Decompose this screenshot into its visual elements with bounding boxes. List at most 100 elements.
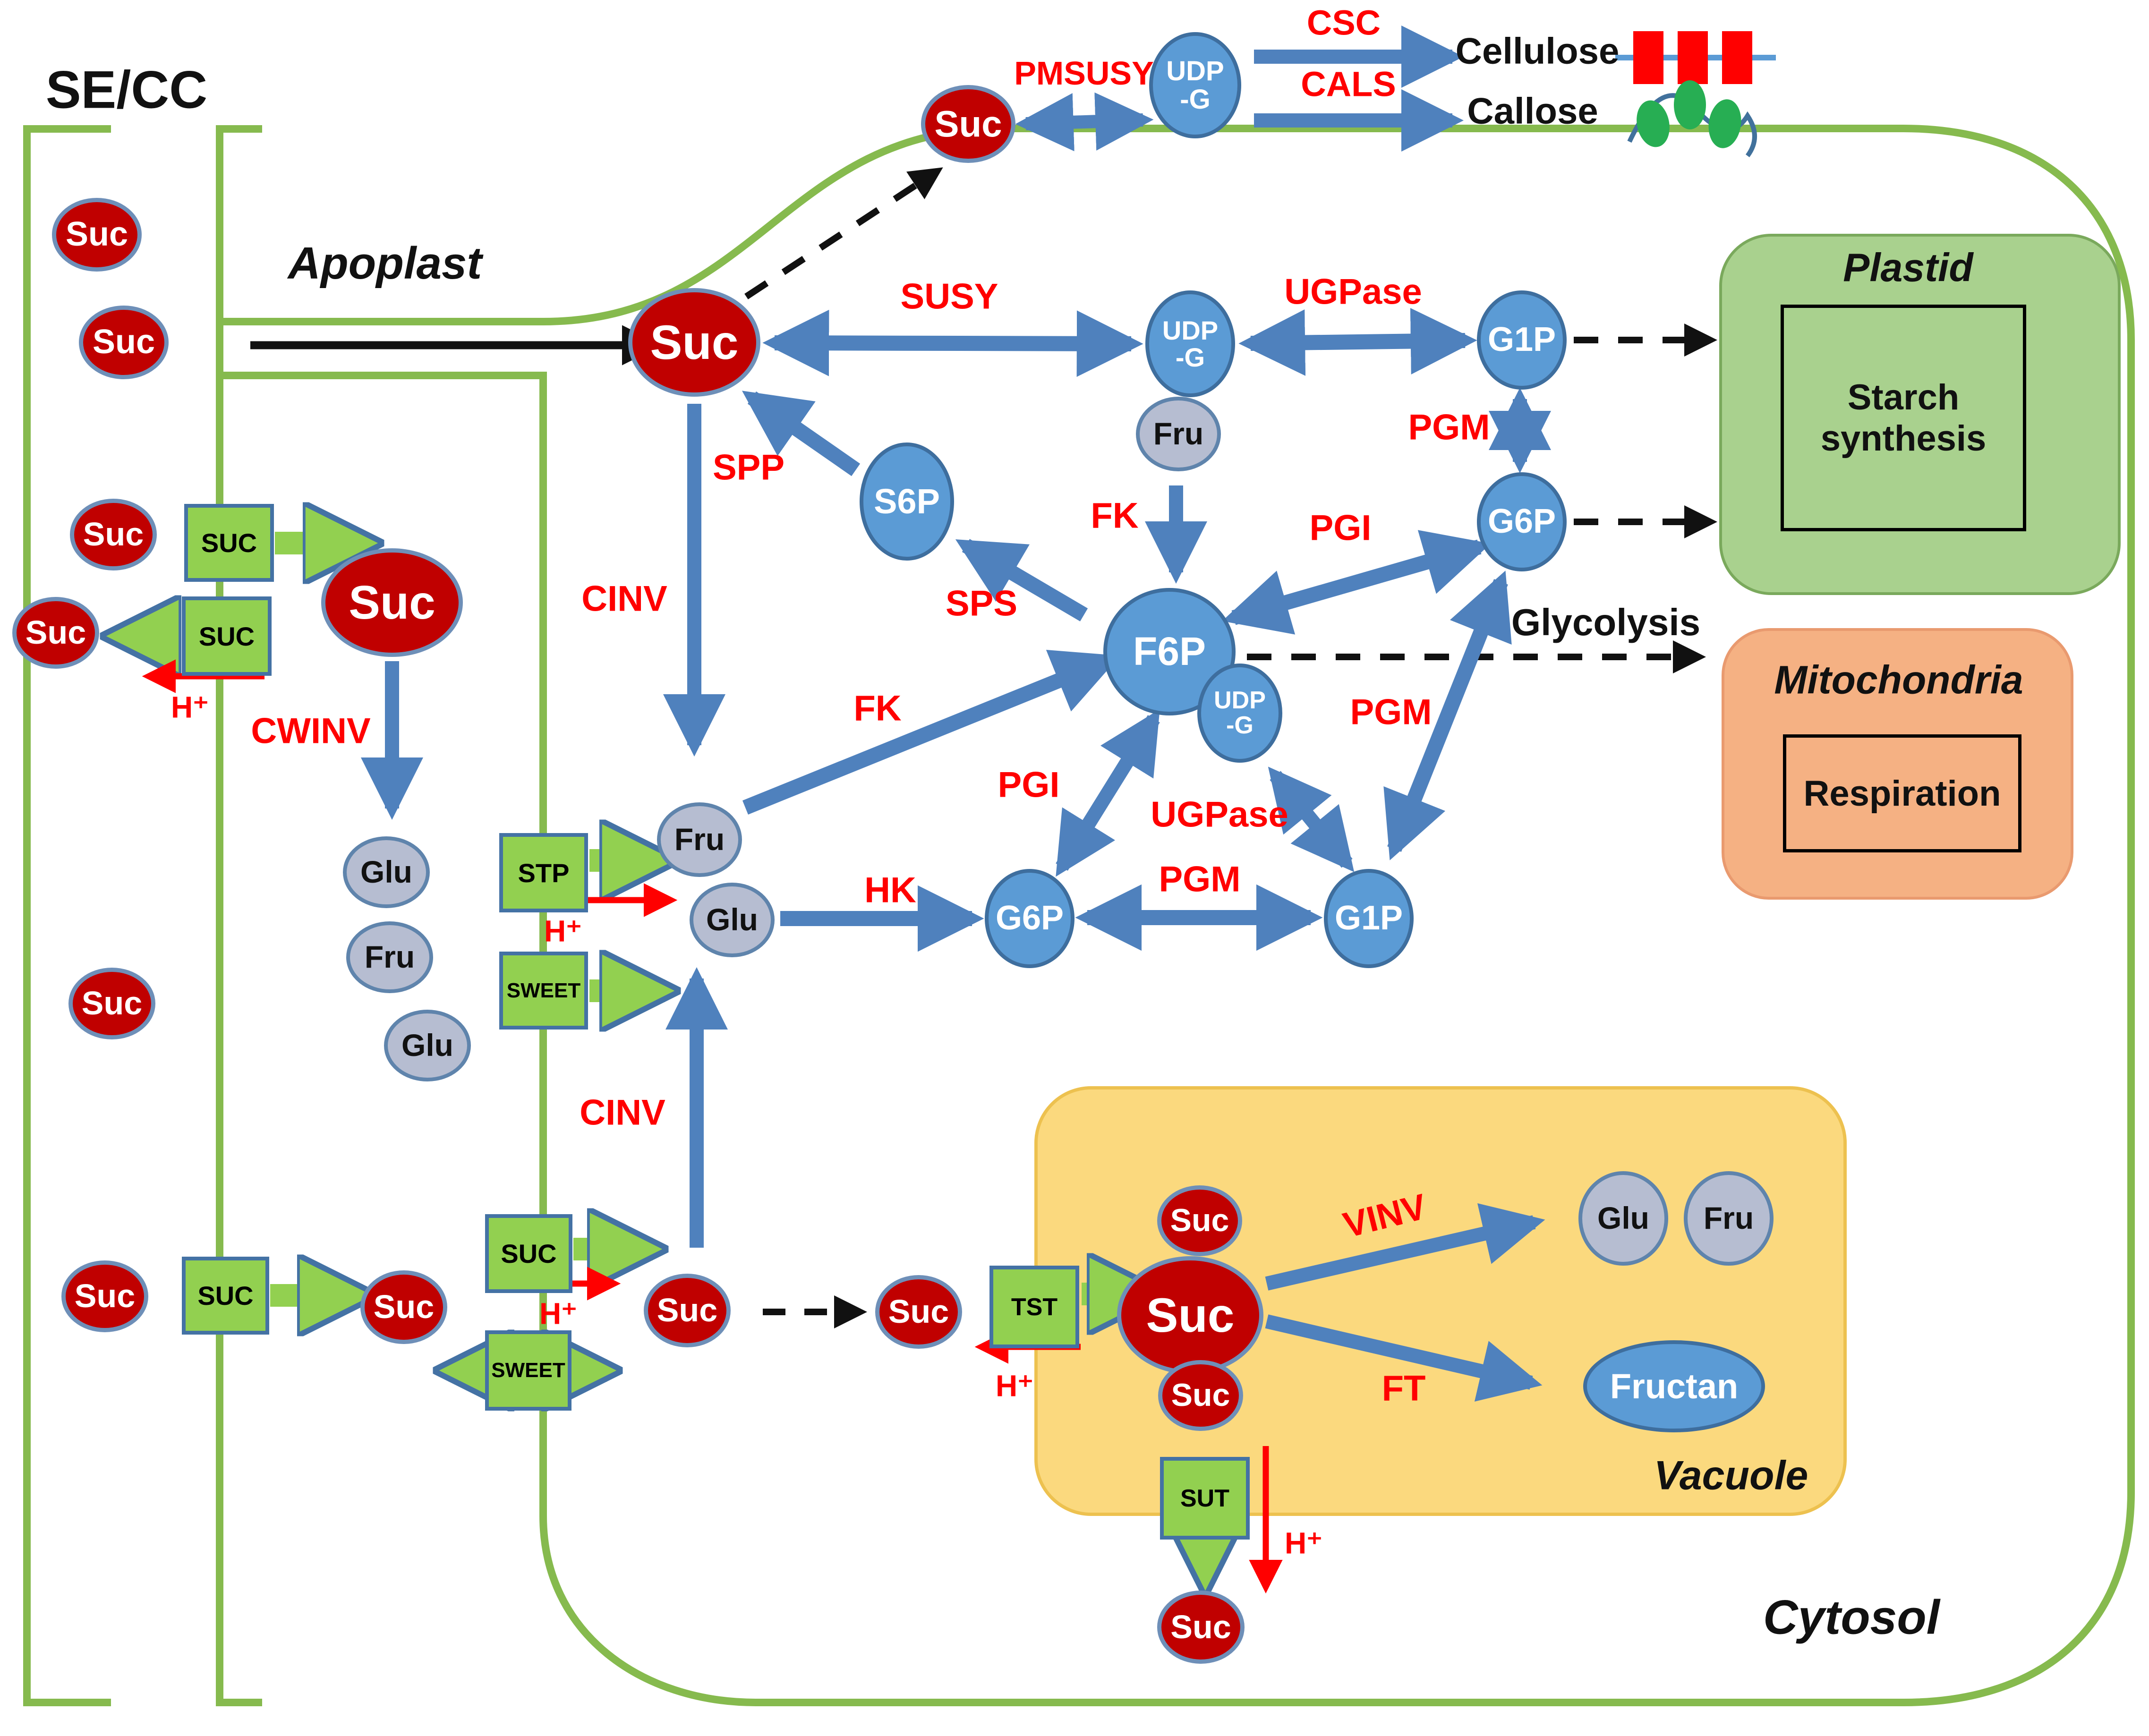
pmsusy-arrow xyxy=(1015,92,1154,152)
fk-lower-label: FK xyxy=(853,688,902,729)
callose-unit xyxy=(1674,80,1706,129)
sweet-transporter-1: SWEET xyxy=(499,952,588,1030)
fru-top: Fru xyxy=(1136,397,1221,471)
cellulose-unit xyxy=(1633,31,1663,84)
vinv-arrow xyxy=(1265,1203,1545,1291)
se-cc-label: SE/CC xyxy=(45,60,208,119)
g1p-top: G1P xyxy=(1477,290,1567,390)
suc-cytosol-bottom: Suc xyxy=(644,1274,731,1347)
suc-pre-vacuole: Suc xyxy=(875,1275,962,1349)
suc-vacuole-bottom: Suc xyxy=(1158,1360,1243,1431)
plastid-label: Plastid xyxy=(1843,245,1973,290)
suc-cytosol-big: Suc xyxy=(628,288,760,397)
udpg-mid: UDP-G xyxy=(1197,664,1282,763)
cinv-upper-label: CINV xyxy=(581,579,667,619)
suc-transporter-1: SUC xyxy=(184,504,274,582)
suc-below-sut: Suc xyxy=(1157,1591,1245,1664)
ugpase-lower-arrow xyxy=(1268,766,1355,872)
pgi-upper-arrow xyxy=(1222,530,1491,635)
pmsusy-label: PMSUSY xyxy=(1014,55,1154,92)
cytosol-label: Cytosol xyxy=(1763,1590,1940,1644)
glu-apoplast-1: Glu xyxy=(343,836,430,908)
suc-secc-4: Suc xyxy=(12,597,99,669)
suc-secc-2: Suc xyxy=(79,306,169,379)
glycolysis-label: Glycolysis xyxy=(1511,601,1701,643)
suc-apoplast-big: Suc xyxy=(321,548,463,657)
ugpase-lower-label: UGPase xyxy=(1151,794,1288,835)
proton-label: H⁺ xyxy=(171,690,209,724)
proton-label: H⁺ xyxy=(539,1296,577,1331)
callose-unit xyxy=(1637,100,1670,147)
suc-vacuole-top: Suc xyxy=(1157,1185,1242,1256)
g6p-upper: G6P xyxy=(1477,472,1567,571)
udpg-top: UDP-G xyxy=(1149,32,1241,138)
g1p-bottom: G1P xyxy=(1324,869,1414,968)
spp-label: SPP xyxy=(712,447,785,488)
respiration-label: Respiration xyxy=(1803,773,2001,814)
pgm-diagonal-arrow xyxy=(1383,570,1512,860)
starch-synthesis-box: Starch synthesis xyxy=(1781,305,2026,531)
ugpase-top-label: UGPase xyxy=(1284,272,1422,312)
pgm-diagonal-label: PGM xyxy=(1350,692,1432,732)
respiration-box: Respiration xyxy=(1783,734,2021,852)
s6p: S6P xyxy=(860,443,954,561)
fk-top-label: FK xyxy=(1091,495,1139,536)
ft-label: FT xyxy=(1382,1368,1426,1409)
cellulose-label: Cellulose xyxy=(1455,30,1620,72)
stp-transporter: STP xyxy=(499,833,588,912)
hk-label: HK xyxy=(864,870,916,911)
starch-synthesis-label: Starch synthesis xyxy=(1820,377,1987,459)
tst-transporter: TST xyxy=(989,1266,1079,1348)
proton-label: H⁺ xyxy=(996,1369,1033,1403)
cals-label: CALS xyxy=(1301,64,1396,104)
mitochondria-region xyxy=(1722,628,2073,900)
udpg-2: UDP-G xyxy=(1145,290,1235,397)
suc-transporter-3: SUC xyxy=(182,1257,269,1335)
suc-transporter-4: SUC xyxy=(485,1214,572,1293)
g6p-bottom: G6P xyxy=(985,869,1074,968)
sut-transporter: SUT xyxy=(1160,1457,1250,1540)
pgi-upper-label: PGI xyxy=(1309,508,1372,548)
plastid-region xyxy=(1719,234,2121,595)
callose-unit xyxy=(1708,99,1741,148)
cellulose-unit xyxy=(1678,31,1708,84)
sps-label: SPS xyxy=(945,583,1018,624)
spp-arrow xyxy=(742,391,861,477)
csc-label: CSC xyxy=(1306,3,1381,43)
suc-secc-3: Suc xyxy=(70,499,157,570)
fru-vacuole: Fru xyxy=(1684,1171,1774,1266)
fru-apoplast: Fru xyxy=(346,921,433,993)
pgm-top-label: PGM xyxy=(1408,407,1490,448)
fru-cytosol: Fru xyxy=(657,802,742,877)
glu-cytosol: Glu xyxy=(690,883,775,957)
suc-vacuole-big: Suc xyxy=(1117,1256,1263,1374)
susy-arrow xyxy=(762,309,1143,377)
cinv-lower-label: CINV xyxy=(580,1092,665,1133)
suc-transporter-2: SUC xyxy=(182,596,272,676)
vacuole-label: Vacuole xyxy=(1654,1453,1808,1498)
fructan: Fructan xyxy=(1583,1340,1765,1432)
plasma-membrane xyxy=(220,125,2135,1706)
callose-label: Callose xyxy=(1467,90,1598,132)
suc-membrane-top: Suc xyxy=(921,85,1015,163)
ft-arrow xyxy=(1265,1314,1543,1402)
suc-secc-6: Suc xyxy=(61,1260,148,1332)
secc-right-wall xyxy=(216,125,262,1706)
suc-apoplast-2: Suc xyxy=(360,1270,447,1344)
fk-lower-arrow xyxy=(742,650,1120,815)
pgm-bottom-label: PGM xyxy=(1159,859,1241,900)
pgi-lower-label: PGI xyxy=(998,765,1060,805)
cwinv-label: CWINV xyxy=(251,711,371,751)
secc-left-wall xyxy=(23,125,111,1706)
sps-arrow xyxy=(955,539,1088,621)
dashed-suc-to-membrane xyxy=(744,167,943,299)
apoplast-label: Apoplast xyxy=(288,238,482,289)
suc-secc-1: Suc xyxy=(52,198,142,272)
cellulose-unit xyxy=(1722,31,1752,84)
proton-label: H⁺ xyxy=(544,914,582,948)
pgi-lower-arrow xyxy=(1056,709,1160,877)
susy-label: SUSY xyxy=(900,276,998,317)
glu-vacuole: Glu xyxy=(1578,1171,1668,1266)
